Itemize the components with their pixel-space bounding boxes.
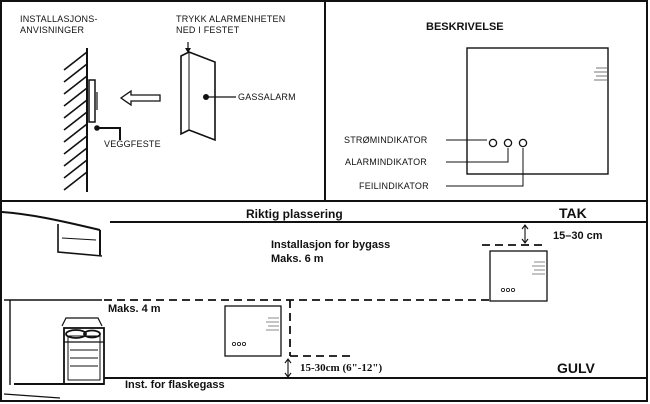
detector-town-gas <box>489 250 548 302</box>
press-instruction-line2: NED I FESTET <box>176 25 240 35</box>
gas-alarm-label: GASSALARM <box>238 92 296 102</box>
install-title-line1: INSTALLASJONS- <box>20 14 98 24</box>
floor-gap-arrows <box>284 358 292 378</box>
description-title: BESKRIVELSE <box>426 21 504 33</box>
hollow-arrow-left <box>119 89 161 107</box>
fault-led <box>518 138 528 148</box>
press-down-arrow <box>185 42 191 53</box>
install-title-line2: ANVISNINGER <box>20 25 85 35</box>
power-indicator-label: STRØMINDIKATOR <box>344 135 428 145</box>
ceiling-label: TAK <box>559 205 587 221</box>
ceiling-gap-arrows <box>521 224 529 244</box>
alarm-led <box>503 138 513 148</box>
indicator-leader-lines <box>446 139 524 187</box>
fault-indicator-label: FEILINDIKATOR <box>359 181 429 191</box>
dashed-level-lines <box>104 244 545 357</box>
bottled-gas-label: Inst. for flaskegass <box>125 379 225 391</box>
floor-gap-label: 15-30cm (6"-12") <box>300 362 383 374</box>
town-gas-line2: Maks. 6 m <box>271 253 324 265</box>
gas-alarm-unit-side <box>180 51 236 142</box>
power-led <box>488 138 498 148</box>
press-instruction-line1: TRYKK ALARMENHETEN <box>176 14 286 24</box>
hatched-wall <box>63 48 88 192</box>
town-gas-line1: Installasjon for bygass <box>271 239 391 251</box>
placement-title: Riktig plassering <box>246 207 343 221</box>
kitchen-stove <box>1 211 105 399</box>
ceiling-gap-label: 15–30 cm <box>553 230 603 242</box>
alarm-indicator-label: ALARMINDIKATOR <box>345 157 427 167</box>
wall-bracket <box>88 79 121 140</box>
wall-mount-label: VEGGFESTE <box>104 139 161 149</box>
alarm-unit-front <box>466 47 609 175</box>
max-bottle-label: Maks. 4 m <box>108 303 161 315</box>
floor-label: GULV <box>557 360 595 376</box>
detector-bottled-gas <box>224 305 282 357</box>
